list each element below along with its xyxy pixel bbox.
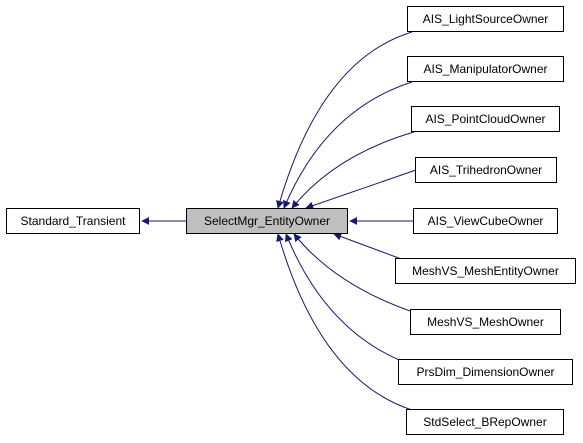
edge-trihedron	[305, 169, 417, 210]
edge-meshowner	[293, 233, 414, 313]
node-ais-pointcloudowner[interactable]: AIS_PointCloudOwner	[411, 106, 560, 132]
node-ais-viewcubeowner[interactable]: AIS_ViewCubeOwner	[413, 208, 558, 234]
edge-lightsource	[276, 31, 413, 209]
node-ais-manipulatorowner[interactable]: AIS_ManipulatorOwner	[407, 56, 564, 82]
node-ais-trihedronowner[interactable]: AIS_TrihedronOwner	[415, 157, 557, 183]
node-meshvs-meshowner[interactable]: MeshVS_MeshOwner	[410, 309, 561, 335]
node-prsdim-dimensionowner[interactable]: PrsDim_DimensionOwner	[398, 359, 573, 385]
node-standard-transient[interactable]: Standard_Transient	[6, 208, 140, 234]
edge-manipulator	[283, 81, 413, 209]
edge-brep	[276, 233, 413, 411]
node-meshvs-meshentityowner[interactable]: MeshVS_MeshEntityOwner	[395, 258, 576, 284]
edge-dimension	[285, 233, 405, 363]
edge-pointcloud	[291, 131, 415, 209]
node-selectmgr-entityowner[interactable]: SelectMgr_EntityOwner	[186, 208, 348, 234]
node-stdselect-brepowner[interactable]: StdSelect_BRepOwner	[406, 409, 564, 435]
node-ais-lightsourceowner[interactable]: AIS_LightSourceOwner	[407, 6, 564, 32]
edge-meshentity	[333, 232, 405, 261]
